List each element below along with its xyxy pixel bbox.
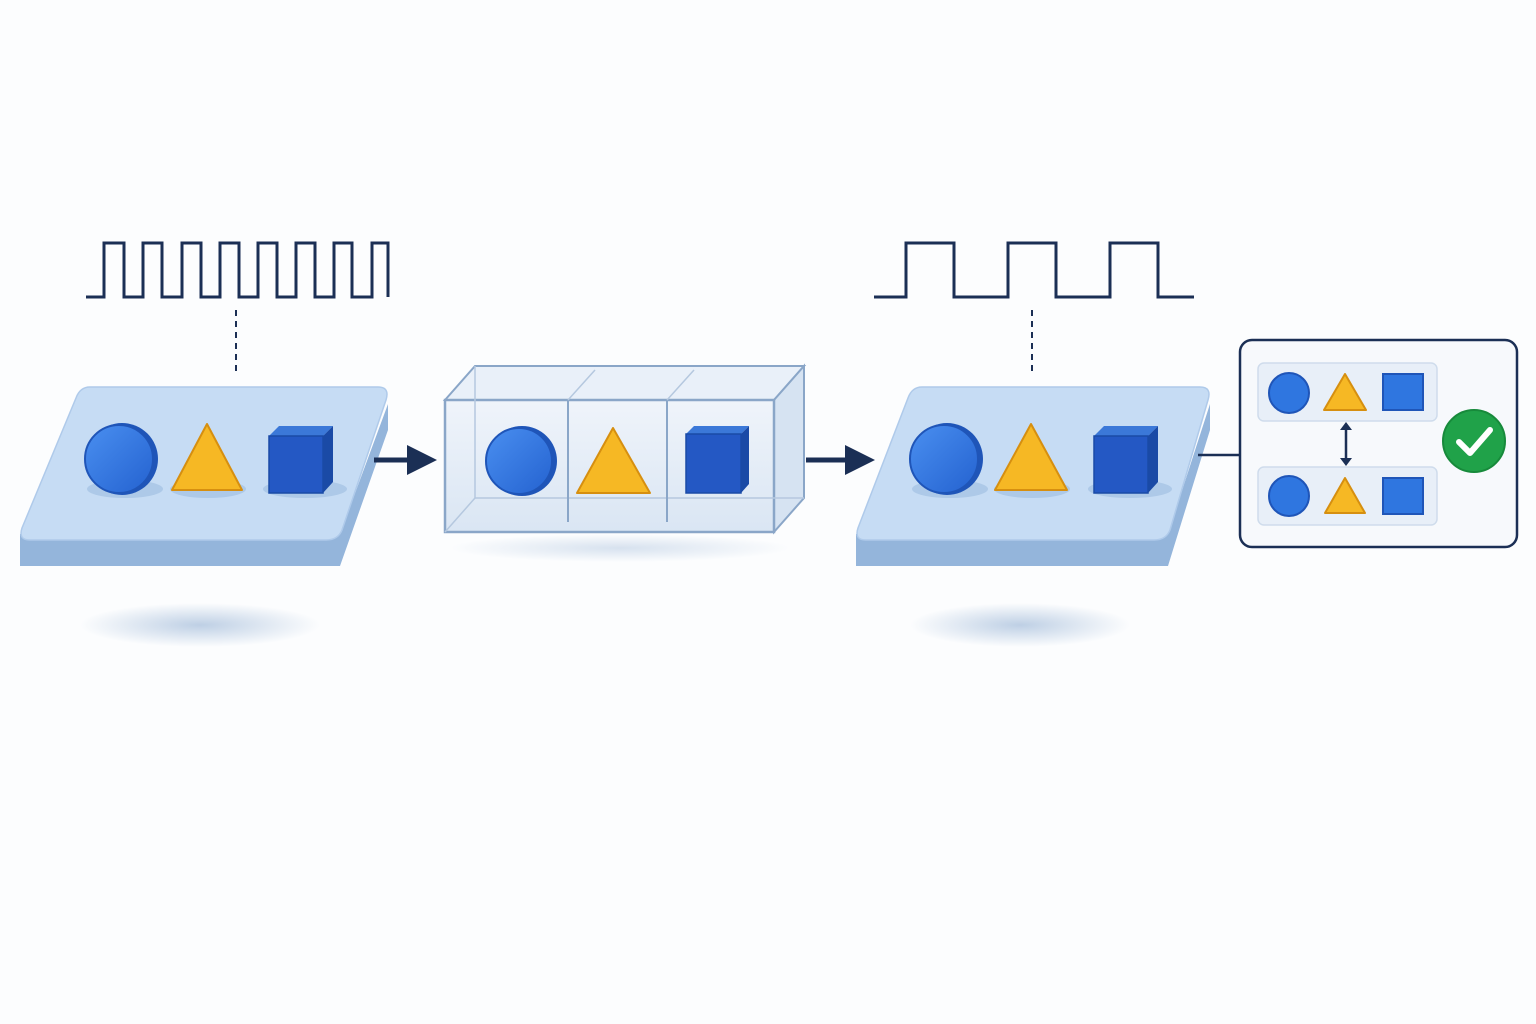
comparison-panel: [1238, 338, 1519, 549]
buffer: [442, 363, 807, 562]
source-platform: [20, 386, 388, 647]
cube-shape: [268, 426, 333, 494]
triangle-shape: [171, 423, 243, 491]
slow-clock-waveform: [874, 241, 1194, 299]
row-square: [1382, 373, 1424, 411]
comparison-row-bottom: [1257, 466, 1438, 526]
row-square: [1382, 477, 1424, 515]
buffer-slot-cube: [685, 426, 749, 494]
comparison-row-top: [1257, 362, 1438, 422]
buffer-top-face: [442, 365, 807, 401]
row-circle: [1268, 475, 1310, 517]
platform-shadow: [910, 603, 1130, 647]
circle-shape: [909, 423, 983, 495]
check-circle-icon: [1442, 409, 1506, 473]
platform-side: [856, 404, 1210, 566]
row-triangle: [1324, 477, 1366, 514]
fast-clock-waveform: [86, 241, 390, 299]
circle-shape: [84, 423, 158, 495]
cube-shape: [1093, 426, 1158, 494]
row-triangle: [1323, 373, 1367, 411]
buffer-divider: [567, 369, 596, 522]
triangle-shape: [994, 423, 1068, 491]
buffer-divider: [666, 369, 695, 522]
row-circle: [1268, 372, 1310, 414]
compare-arrow: [1340, 422, 1352, 466]
buffer-slot-triangle: [576, 427, 651, 494]
platform-shadow: [80, 603, 320, 647]
buffer-slot-circle: [485, 426, 557, 496]
destination-platform: [856, 386, 1210, 647]
platform-side: [20, 404, 388, 566]
